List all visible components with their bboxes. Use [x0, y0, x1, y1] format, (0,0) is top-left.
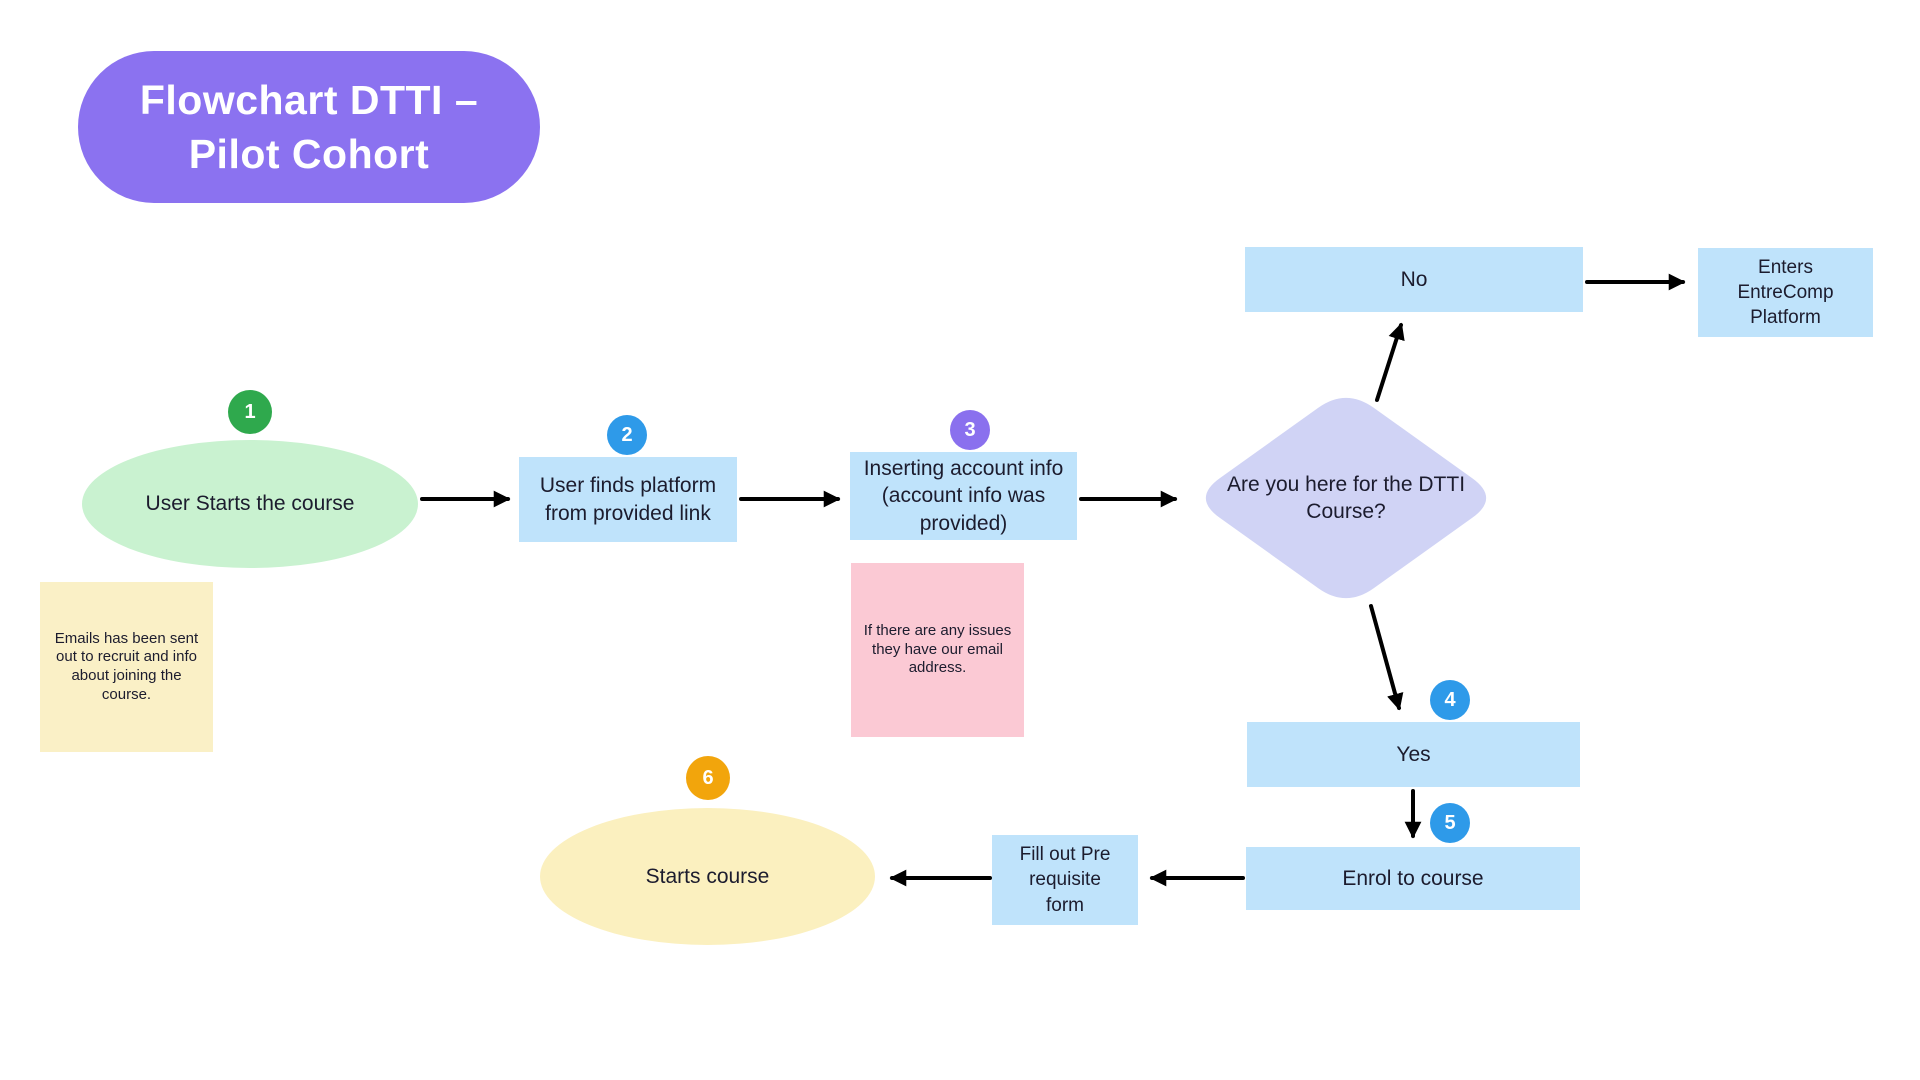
node-prerequisite-form: Fill out Pre requisite form: [992, 835, 1138, 925]
step-badge-6: 6: [686, 756, 730, 800]
node-enrol: Enrol to course: [1246, 847, 1580, 910]
node-decision-label: Are you here for the DTTI Course?: [1226, 472, 1466, 523]
node-insert-info: Inserting account info (account info was…: [850, 452, 1077, 540]
step-badge-4: 4: [1430, 680, 1470, 720]
node-starts-course: Starts course: [540, 808, 875, 945]
note-issues: If there are any issues they have our em…: [851, 563, 1024, 737]
node-start: User Starts the course: [82, 440, 418, 568]
note-emails: Emails has been sent out to recruit and …: [40, 582, 213, 752]
node-enters-entrecomp: Enters EntreComp Platform: [1698, 248, 1873, 337]
step-badge-5: 5: [1430, 803, 1470, 843]
arrow-decision-to-no: [1375, 322, 1405, 402]
step-badge-2: 2: [607, 415, 647, 455]
title-line-1: Flowchart DTTI –: [139, 76, 479, 123]
node-find-platform: User finds platform from provided link: [519, 457, 737, 542]
step-badge-3: 3: [950, 410, 990, 450]
step-badge-1: 1: [228, 390, 272, 434]
node-no: No: [1245, 247, 1583, 312]
node-yes: Yes: [1247, 722, 1580, 787]
flowchart-title: Flowchart DTTI – Pilot Cohort: [78, 51, 540, 203]
title-line-2: Pilot Cohort: [188, 131, 430, 177]
arrow-decision-to-yes: [1369, 604, 1404, 711]
